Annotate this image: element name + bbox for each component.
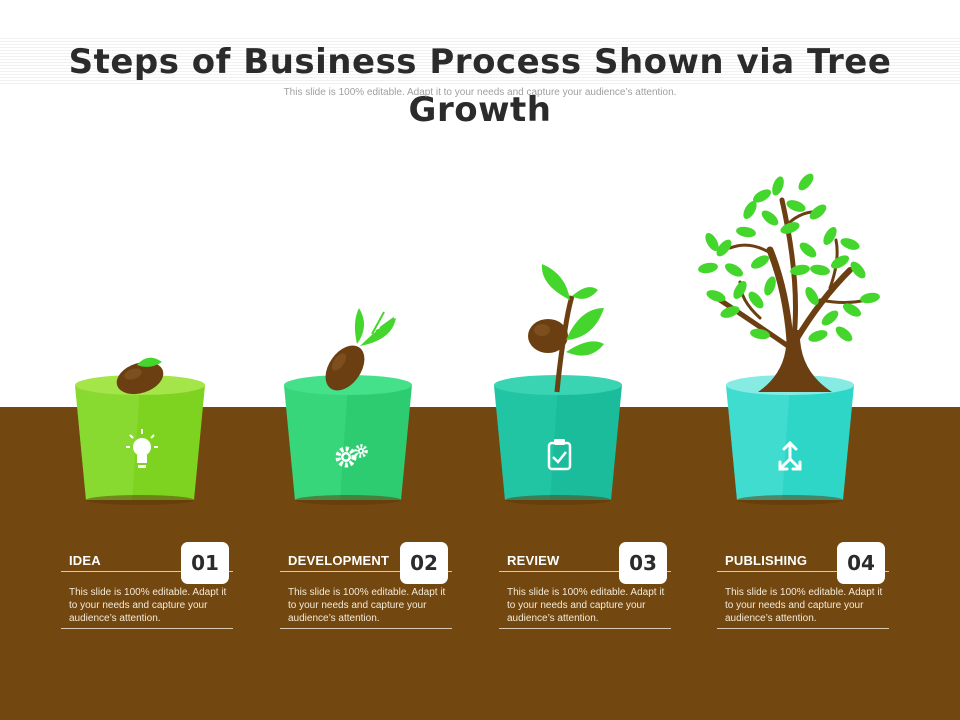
tree [697,171,881,392]
step-description: This slide is 100% editable. Adapt it to… [725,587,883,624]
step-label: REVIEW [507,553,560,568]
divider [61,571,233,572]
pot-4-tree [697,171,881,505]
slide-title: Steps of Business Process Shown via Tree… [68,42,892,130]
step-development: DEVELOPMENT 02 This slide is 100% editab… [280,540,456,640]
sprouting-bean [325,308,396,391]
lightbulb-icon [126,429,158,468]
step-number-badge: 04 [837,542,885,584]
pot-2-sprout [284,308,412,505]
step-description: This slide is 100% editable. Adapt it to… [507,587,665,624]
pot-3-seedling [494,264,622,505]
divider [717,571,889,572]
slide-subtitle: This slide is 100% editable. Adapt it to… [283,87,677,98]
divider [499,571,671,572]
seed-bean [116,357,164,395]
step-label: PUBLISHING [725,553,808,568]
step-description: This slide is 100% editable. Adapt it to… [69,587,227,624]
step-idea: IDEA 01 This slide is 100% editable. Ada… [61,540,237,640]
clipboard-check-icon [547,439,572,471]
step-label: IDEA [69,553,101,568]
divider [280,571,452,572]
title-band [0,38,960,86]
step-number-badge: 02 [400,542,448,584]
divider [499,628,671,629]
gears-icon [335,444,368,468]
step-review: REVIEW 03 This slide is 100% editable. A… [499,540,675,640]
step-label: DEVELOPMENT [288,553,390,568]
share-arrows-icon [778,440,802,471]
divider [61,628,233,629]
step-description: This slide is 100% editable. Adapt it to… [288,587,446,624]
step-number-badge: 03 [619,542,667,584]
seedling-plant [528,264,604,393]
divider [717,628,889,629]
pot-1-seed [75,357,205,505]
step-publishing: PUBLISHING 04 This slide is 100% editabl… [717,540,893,640]
step-number-badge: 01 [181,542,229,584]
divider [280,628,452,629]
